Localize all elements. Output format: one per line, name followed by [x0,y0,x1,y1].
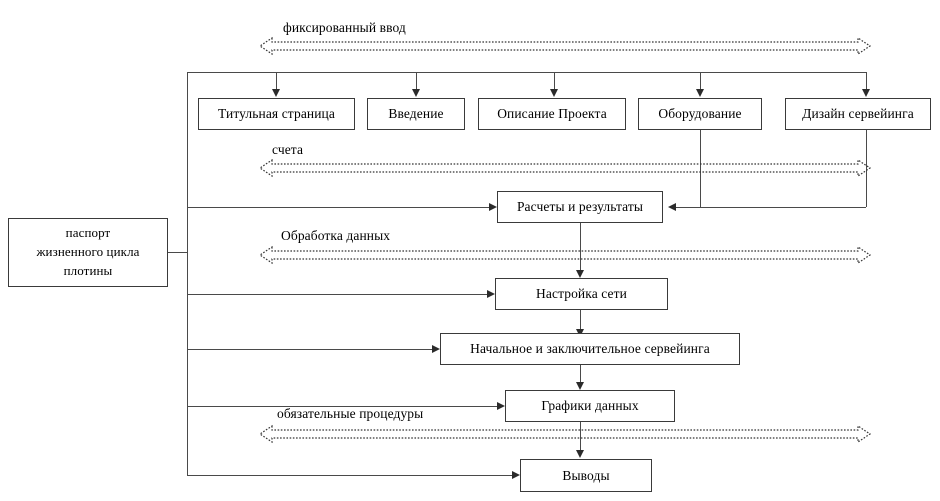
arrowhead-conclusions-top [575,450,584,458]
stage-box-survey-design[interactable]: Дизайн сервейинга [785,98,931,130]
flow-box-initial-final-survey[interactable]: Начальное и заключительное сервейинга [440,333,740,365]
arrowhead-project-desc [549,89,558,97]
arrowhead-intro [411,89,420,97]
arrowhead-conclusions-left [512,470,520,479]
double-arrow-data-processing [258,245,872,265]
double-arrow-fixed-input [258,36,872,56]
drop-line-equipment [700,72,701,90]
flow-line-network-to-survey [580,310,581,330]
trunk-vertical-line [187,72,188,476]
arrowhead-charts-top [575,382,584,390]
branch-line-survey [187,349,432,350]
drop-line-intro [416,72,417,90]
flow-box-calculations[interactable]: Расчеты и результаты [497,191,663,223]
source-box-line-3: плотины [63,262,113,278]
branch-line-calculations [187,207,489,208]
source-box-passport[interactable]: паспорт жизненного цикла плотины [8,218,168,287]
flow-box-network-setup[interactable]: Настройка сети [495,278,668,310]
arrowhead-title-page [271,89,280,97]
source-connector-line [168,252,188,253]
arrowhead-network-setup-top [575,270,584,278]
flow-box-data-charts[interactable]: Графики данных [505,390,675,422]
stage-box-intro[interactable]: Введение [367,98,465,130]
branch-line-conclusions [187,475,512,476]
arrowhead-data-charts-left [497,401,505,410]
drop-line-project-desc [554,72,555,90]
arrowhead-network-setup-left [487,289,495,298]
drop-line-survey-design [866,72,867,90]
stage-box-title-page[interactable]: Титульная страница [198,98,355,130]
span-label-data-processing: Обработка данных [281,228,391,243]
branch-line-network-setup [187,294,487,295]
arrowhead-survey-design [861,89,870,97]
top-distribution-bar [187,72,866,73]
branch-line-data-charts [187,406,497,407]
source-box-line-2: жизненного цикла [36,244,140,260]
stage-box-equipment[interactable]: Оборудование [638,98,762,130]
arrowhead-equipment [695,89,704,97]
arrowhead-calculations-left [489,202,497,211]
source-box-line-1: паспорт [65,225,111,241]
feed-line-survey-design-down [866,130,867,207]
flow-line-calculations-to-network [580,223,581,271]
span-label-accounts: счета [272,142,304,157]
stage-box-project-desc[interactable]: Описание Проекта [478,98,626,130]
feed-line-to-calculations [676,207,866,208]
drop-line-title-page [276,72,277,90]
double-arrow-accounts [258,158,872,178]
double-arrow-mandatory-procedures [258,424,872,444]
arrowhead-calculations-right [668,202,676,211]
span-label-fixed-input: фиксированный ввод [283,20,406,35]
feed-line-equipment-down [700,130,701,207]
flow-box-conclusions[interactable]: Выводы [520,459,652,492]
flow-line-charts-to-conclusions [580,422,581,451]
arrowhead-survey-left [432,344,440,353]
span-label-mandatory-procedures: обязательные процедуры [277,406,424,421]
flow-line-survey-to-charts [580,365,581,383]
